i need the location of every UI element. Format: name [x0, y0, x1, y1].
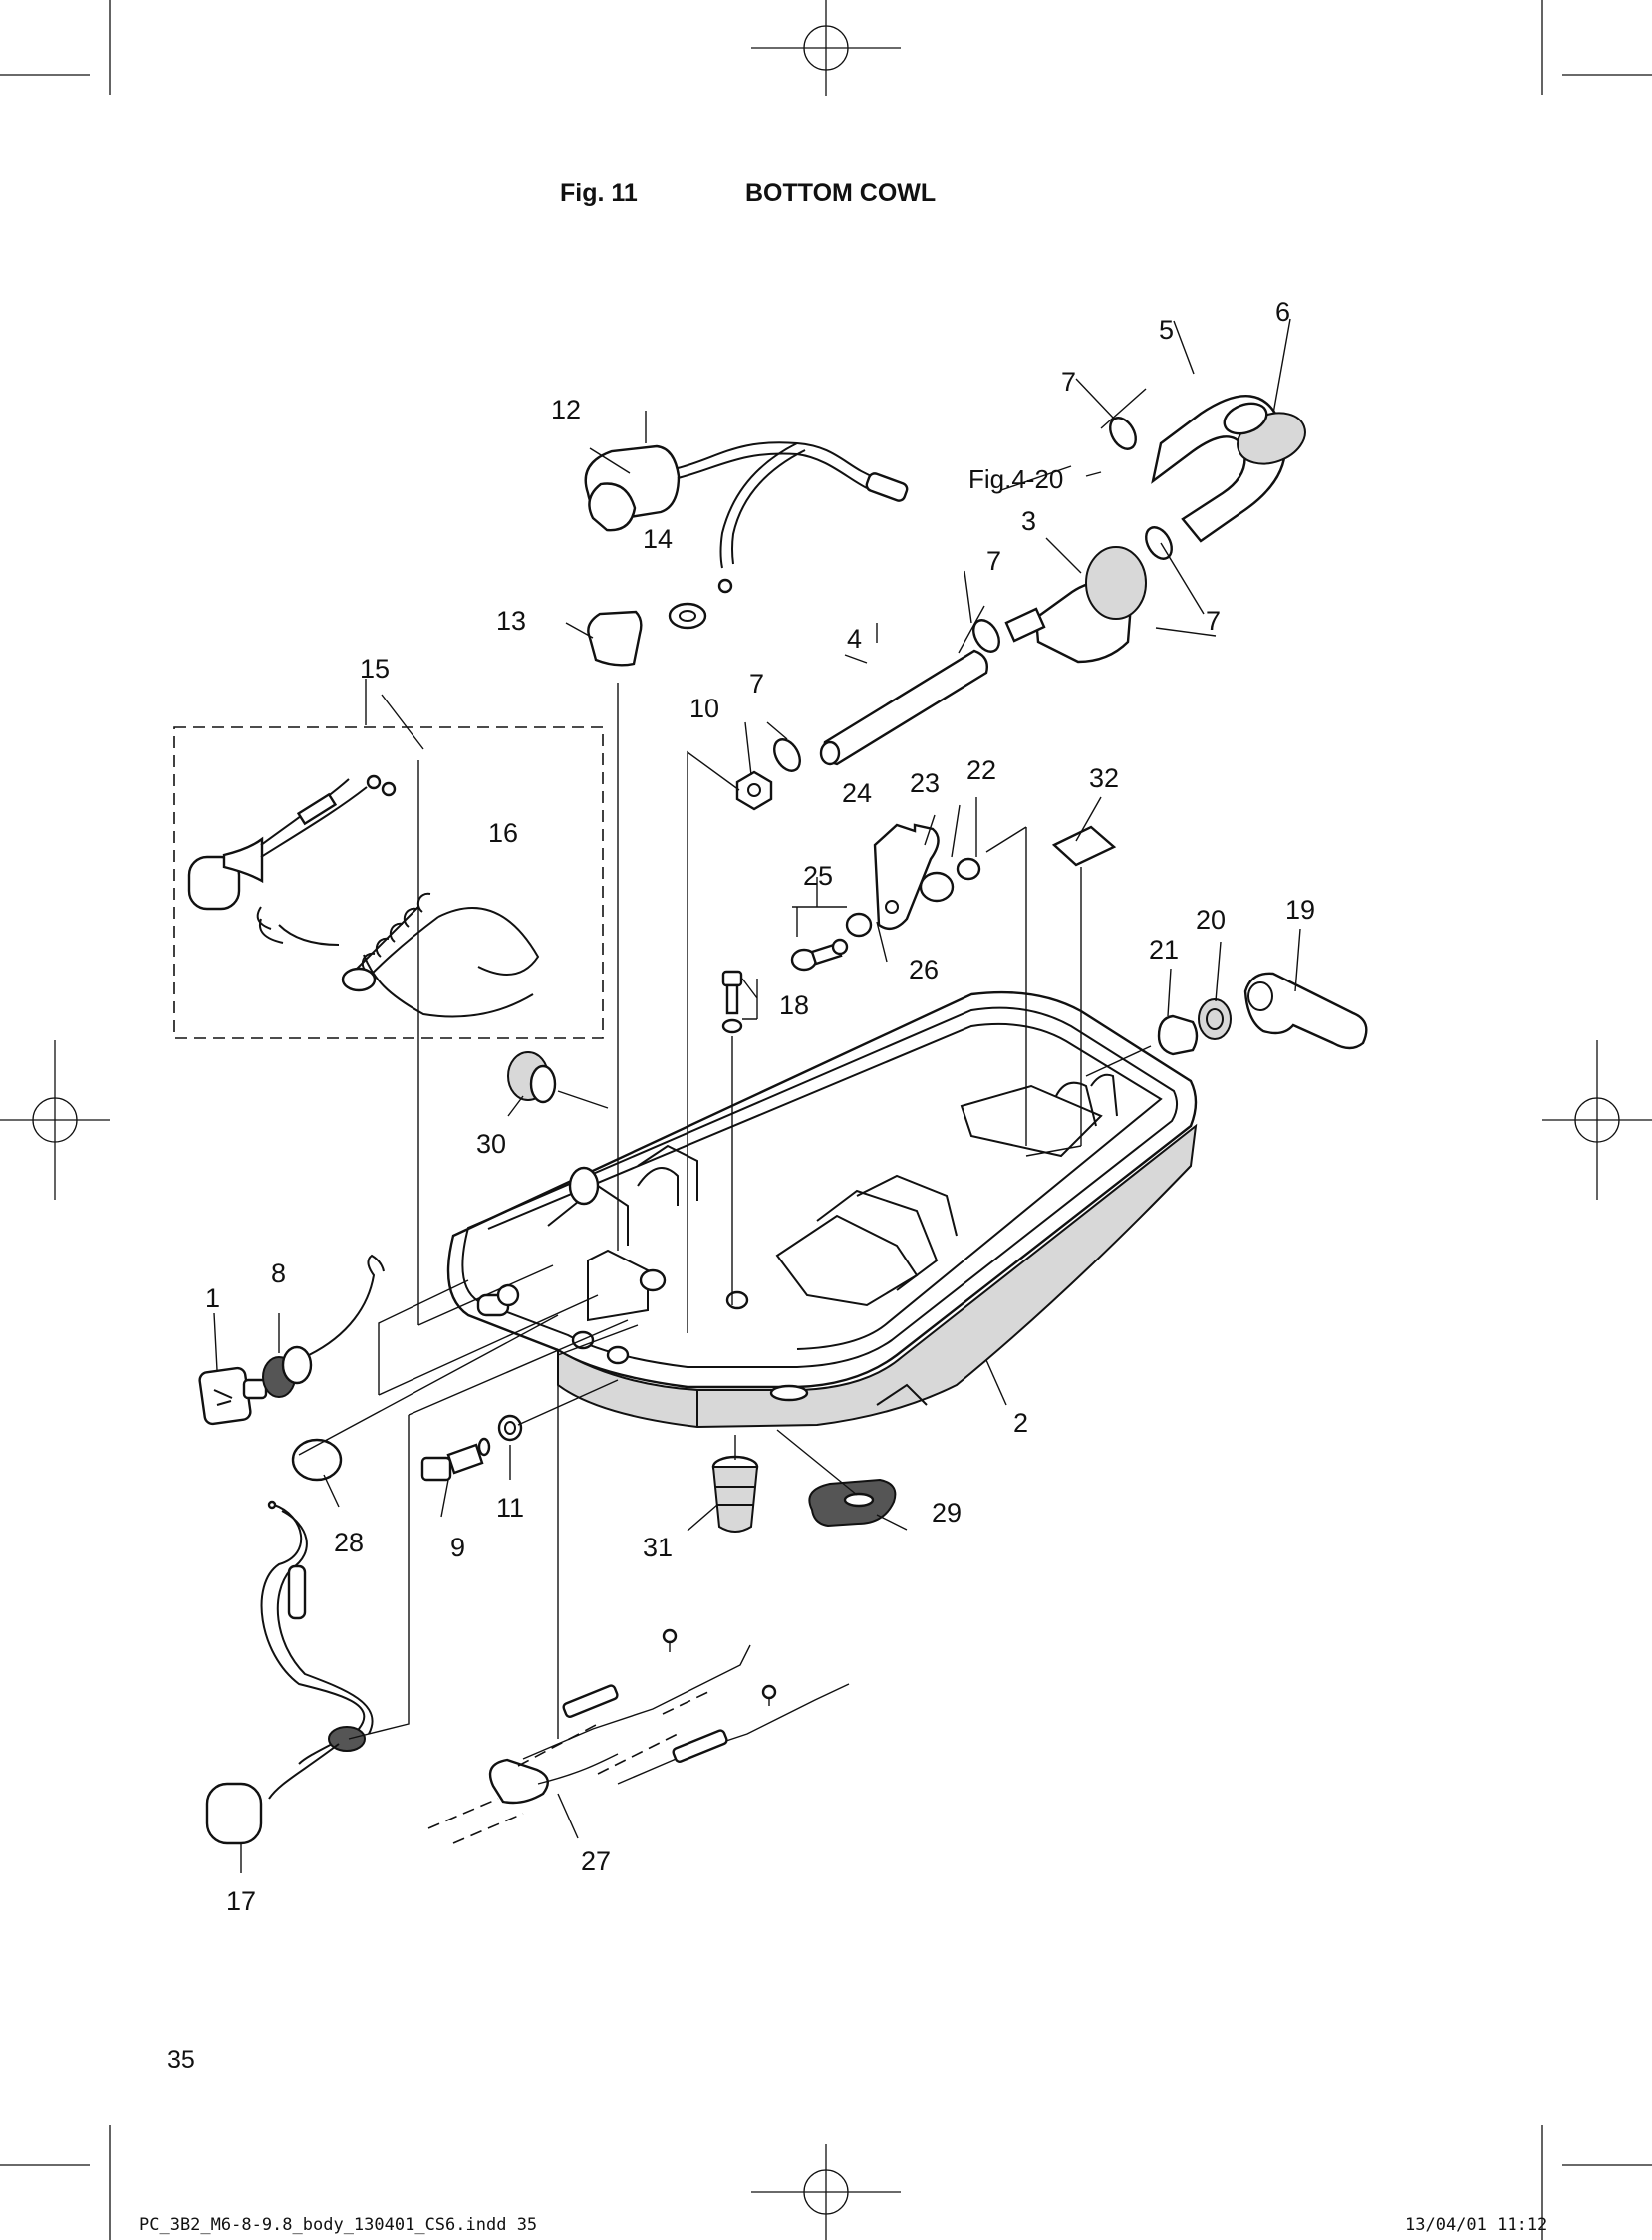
callout-32: 32: [1089, 763, 1119, 793]
callout-9: 9: [450, 1533, 465, 1562]
bolt-25: [790, 938, 849, 972]
callout-21: 21: [1149, 935, 1179, 965]
callout-20: 20: [1196, 905, 1226, 935]
grommet-6: [1223, 402, 1306, 465]
callout-7d: 7: [749, 669, 764, 699]
clip-13: [587, 610, 643, 667]
bushing-30: [507, 1051, 557, 1104]
nut-10: [735, 770, 773, 811]
callout-29: 29: [932, 1498, 962, 1528]
fuel-joint-3: [1004, 546, 1147, 664]
bolt-18: [721, 970, 743, 1034]
collar-23: [919, 871, 955, 903]
bush-20: [1198, 998, 1232, 1040]
label-32: [1051, 825, 1117, 867]
cable-assembly: [427, 1628, 850, 1844]
callout-10: 10: [689, 694, 719, 723]
callout-22: 22: [966, 755, 996, 785]
registration-mark-bottom: [751, 2144, 901, 2240]
callout-18: 18: [779, 990, 809, 1020]
fitting-9: [420, 1437, 491, 1482]
washer-14: [668, 602, 707, 630]
stop-switch: [584, 441, 909, 594]
callout-16: 16: [488, 818, 518, 848]
callout-24: 24: [842, 778, 872, 808]
callout-31: 31: [643, 1533, 673, 1562]
callout-12: 12: [551, 395, 581, 424]
callout-14: 14: [643, 524, 673, 554]
print-timestamp: 13/04/01 11:12: [1405, 2215, 1547, 2235]
plug-28: [291, 1438, 343, 1482]
page-number: 35: [167, 2046, 195, 2074]
collar-21: [1157, 1014, 1199, 1056]
washer-26: [845, 912, 873, 938]
callout-6: 6: [1275, 297, 1290, 327]
callout-8: 8: [271, 1259, 286, 1288]
callout-5: 5: [1159, 315, 1174, 345]
callout-17: 17: [226, 1886, 256, 1916]
bottom-cowl: [446, 990, 1198, 1429]
key-1: [198, 1366, 268, 1426]
callout-23: 23: [910, 768, 940, 798]
registration-mark-top: [751, 0, 901, 96]
callout-13: 13: [496, 606, 526, 636]
grommet-31: [711, 1455, 759, 1533]
callout-30: 30: [476, 1129, 506, 1159]
registration-mark-right: [1542, 1040, 1652, 1200]
callout-26: 26: [909, 955, 939, 984]
callout-3: 3: [1021, 506, 1036, 536]
kit-outline-15: [173, 726, 604, 1039]
registration-mark-left: [0, 1040, 110, 1200]
callout-1: 1: [205, 1283, 220, 1313]
callout-2: 2: [1013, 1408, 1028, 1438]
lanyard-coil: [256, 892, 540, 1018]
callout-19: 19: [1285, 895, 1315, 925]
grommet-8: [262, 1254, 385, 1398]
callout-15: 15: [360, 654, 390, 684]
callout-7b: 7: [986, 546, 1001, 576]
callout-7c: 7: [1206, 606, 1221, 636]
figure-number: Fig. 11: [560, 179, 638, 207]
washer-11: [497, 1414, 523, 1442]
kill-switch: [187, 774, 397, 911]
washer-22: [956, 857, 981, 881]
callout-11: 11: [496, 1493, 524, 1523]
lever-24: [873, 823, 940, 931]
callout-25: 25: [803, 861, 833, 891]
callout-4: 4: [847, 624, 862, 654]
fuel-hose-4: [823, 649, 988, 766]
cover-29: [808, 1478, 897, 1528]
callout-27: 27: [581, 1846, 611, 1876]
leader-lines: [213, 318, 1301, 1873]
figure-title: BOTTOM COWL: [745, 179, 936, 207]
callout-28: 28: [334, 1528, 364, 1557]
callout-7a: 7: [1061, 367, 1076, 397]
cross-reference: Fig.4-20: [968, 464, 1063, 494]
file-slug: PC_3B2_M6-8-9.8_body_130401_CS6.indd 35: [139, 2215, 537, 2235]
steering-handle-19: [1243, 972, 1368, 1050]
harness-17: [205, 1500, 374, 1845]
callout-labels: 1 2 3 4 5 6 7 7 7 7 8 9 10 11 12 13 14 1…: [205, 297, 1315, 1916]
